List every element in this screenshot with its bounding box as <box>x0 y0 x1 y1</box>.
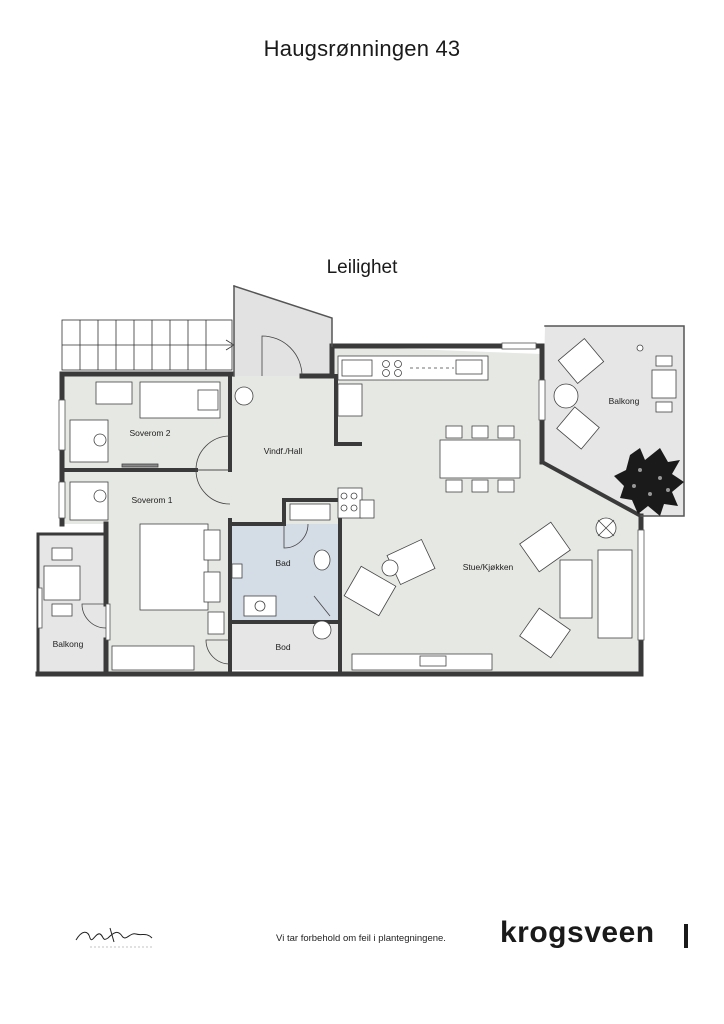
coffee-table <box>559 559 593 619</box>
label-bad: Bad <box>275 558 290 568</box>
fridge <box>337 383 363 417</box>
doors <box>81 335 309 665</box>
living-furniture <box>343 517 633 671</box>
label-bod: Bod <box>275 642 290 652</box>
round-table-hall <box>234 386 254 406</box>
armchair-1 <box>343 565 397 617</box>
brand-logo: krogsveen <box>500 916 655 949</box>
photographer-signature-logo <box>75 927 154 948</box>
balcony-west-furniture <box>43 547 81 617</box>
balcony-table-west <box>43 565 81 601</box>
kitchen <box>337 355 489 519</box>
wardrobe <box>111 645 195 671</box>
label-vindf-hall: Vindf./Hall <box>264 446 303 456</box>
disclaimer-text: Vi tar forbehold om feil i plantegningen… <box>276 933 446 944</box>
label-balkong-east: Balkong <box>609 396 640 406</box>
label-stue-kjokken: Stue/Kjøkken <box>463 562 514 572</box>
balcony-west-door <box>81 603 107 629</box>
lounge-chair-1 <box>557 338 605 384</box>
label-balkong-west: Balkong <box>53 639 84 649</box>
bedroom1-door <box>195 469 231 505</box>
balcony-east-furniture <box>553 338 677 450</box>
double-bed <box>139 523 209 611</box>
plan-subtitle: Leilighet <box>326 257 398 278</box>
label-soverom-1: Soverom 1 <box>131 495 172 505</box>
bedroom1-furniture <box>69 481 225 671</box>
entrance-door <box>261 335 303 377</box>
bedroom2-door <box>195 435 231 471</box>
lounge-chair-2 <box>556 406 600 450</box>
balcony-round-table <box>553 383 579 409</box>
windows <box>37 342 645 641</box>
armchair-4 <box>519 607 571 659</box>
sofa <box>597 549 633 639</box>
armchair-3 <box>519 521 571 573</box>
oven-tower <box>337 487 363 519</box>
walls <box>35 285 685 677</box>
bathroom-door <box>283 523 309 549</box>
room-labels: Soverom 2 Soverom 1 Vindf./Hall Bad Bod … <box>53 396 640 652</box>
plant-icon <box>614 448 684 516</box>
brand-logo-bar <box>684 924 688 948</box>
label-soverom-2: Soverom 2 <box>129 428 170 438</box>
balcony-table-east <box>651 369 677 399</box>
bathroom-fixtures <box>231 503 332 640</box>
storage-door <box>205 639 231 665</box>
staircase <box>61 319 235 371</box>
dining-table <box>439 439 521 479</box>
bedroom2-furniture <box>69 381 254 468</box>
entrance-landing-floor <box>234 286 332 376</box>
desk-bedroom1 <box>69 481 109 521</box>
dining-set <box>439 425 521 493</box>
page-title: Haugsrønningen 43 <box>263 36 461 61</box>
storage-round-fixture <box>312 620 332 640</box>
toilet <box>313 549 331 571</box>
